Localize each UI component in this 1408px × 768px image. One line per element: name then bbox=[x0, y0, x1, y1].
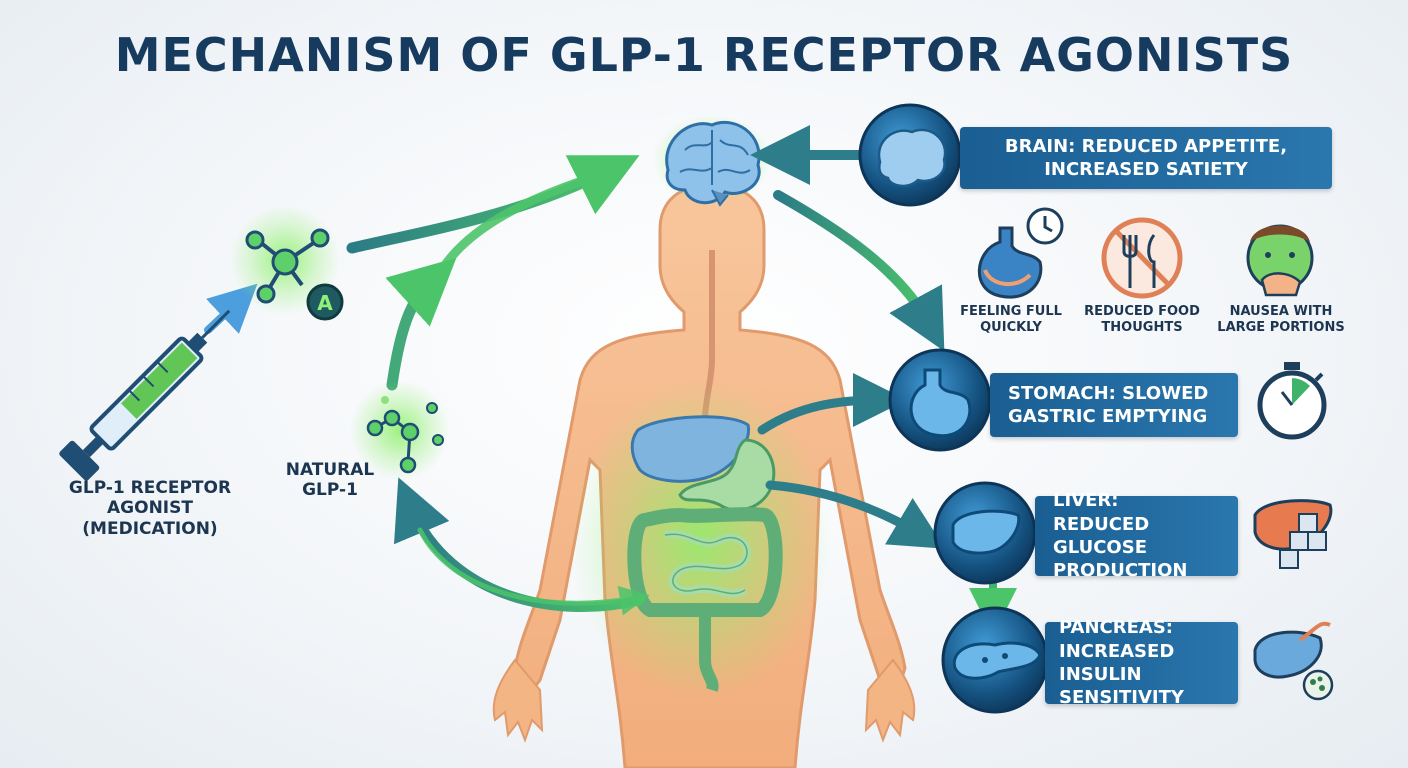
liver-icon bbox=[951, 509, 1021, 555]
full-label-line1: FEELING FULL bbox=[960, 304, 1062, 319]
pancreas-effect-line3: SENSITIVITY bbox=[1059, 687, 1184, 709]
liver-effect-line1: LIVER: bbox=[1053, 490, 1119, 512]
digestive-organs bbox=[570, 380, 830, 700]
no-food-icon bbox=[1101, 217, 1183, 299]
brain-icon bbox=[877, 128, 947, 188]
syringe-icon bbox=[59, 309, 231, 481]
natural-glp1-label: NATURAL GLP-1 bbox=[280, 460, 380, 501]
insulin-cell-icon bbox=[1253, 621, 1334, 701]
nausea-label-line2: LARGE PORTIONS bbox=[1217, 319, 1345, 335]
stomach-effect-box: STOMACH: SLOWED GASTRIC EMPTYING bbox=[990, 373, 1238, 437]
natural-glp1-molecule-icon bbox=[350, 380, 450, 480]
stomach-clock-icon bbox=[977, 207, 1064, 299]
brain-effect-full-label: FEELING FULL QUICKLY bbox=[950, 304, 1072, 335]
brain-effect-box: BRAIN: REDUCED APPETITE, INCREASED SATIE… bbox=[960, 127, 1332, 189]
pathway-arrows bbox=[204, 125, 1017, 636]
pancreas-icon bbox=[952, 641, 1042, 680]
liver-effect-box: LIVER: REDUCED GLUCOSE PRODUCTION bbox=[1035, 490, 1238, 581]
agonist-label-line2: AGONIST bbox=[107, 498, 193, 519]
pancreas-effect-line2: INCREASED INSULIN bbox=[1059, 640, 1175, 685]
natural-label-line2: GLP-1 bbox=[302, 480, 358, 501]
brain-effect-line1: BRAIN: REDUCED APPETITE, bbox=[1004, 135, 1288, 157]
pancreas-orb bbox=[941, 606, 1049, 714]
pancreas-effect-box: PANCREAS: INCREASED INSULIN SENSITIVITY bbox=[1045, 617, 1238, 708]
arrow-to-liver bbox=[765, 480, 946, 549]
nausea-label-line1: NAUSEA WITH bbox=[1229, 304, 1333, 319]
stomach-orb bbox=[888, 348, 992, 452]
food-label-line1: REDUCED FOOD bbox=[1084, 304, 1200, 319]
brain-organ bbox=[652, 115, 772, 207]
agonist-molecule-icon: A bbox=[230, 205, 344, 321]
full-label-line2: QUICKLY bbox=[980, 319, 1042, 335]
molecule-badge-letter: A bbox=[317, 291, 333, 315]
brain-effect-line2: INCREASED SATIETY bbox=[1044, 159, 1248, 180]
molecule-badge bbox=[306, 283, 344, 321]
agonist-label: GLP-1 RECEPTOR AGONIST (MEDICATION) bbox=[45, 478, 255, 539]
stomach-effect-line1: STOMACH: SLOWED bbox=[1008, 382, 1209, 404]
agonist-label-line1: GLP-1 RECEPTOR bbox=[68, 478, 232, 498]
liver-glucose-icon bbox=[1253, 499, 1333, 569]
liver-effect-line3: PRODUCTION bbox=[1053, 560, 1188, 582]
arrow-brain-to-stomach bbox=[773, 190, 945, 352]
stomach-effect-line2: GASTRIC EMPTYING bbox=[1008, 406, 1208, 427]
liver-orb bbox=[933, 481, 1037, 585]
arrow-to-stomach bbox=[757, 373, 907, 435]
liver-effect-line2: REDUCED GLUCOSE bbox=[1053, 513, 1150, 558]
food-label-line2: THOUGHTS bbox=[1101, 319, 1183, 335]
nauseous-face-icon bbox=[1246, 224, 1314, 297]
agonist-label-line3: (MEDICATION) bbox=[82, 518, 218, 539]
stomach-icon bbox=[909, 368, 972, 438]
brain-orb bbox=[858, 103, 962, 207]
page-title: MECHANISM OF GLP-1 RECEPTOR AGONISTS bbox=[114, 28, 1294, 82]
brain-effect-nausea-label: NAUSEA WITH LARGE PORTIONS bbox=[1210, 304, 1352, 335]
stopwatch-icon bbox=[1257, 362, 1327, 440]
natural-label-line1: NATURAL bbox=[285, 460, 375, 480]
brain-effect-food-label: REDUCED FOOD THOUGHTS bbox=[1076, 304, 1208, 335]
pancreas-effect-line1: PANCREAS: bbox=[1059, 617, 1173, 639]
arrow-natural-up bbox=[385, 257, 457, 391]
